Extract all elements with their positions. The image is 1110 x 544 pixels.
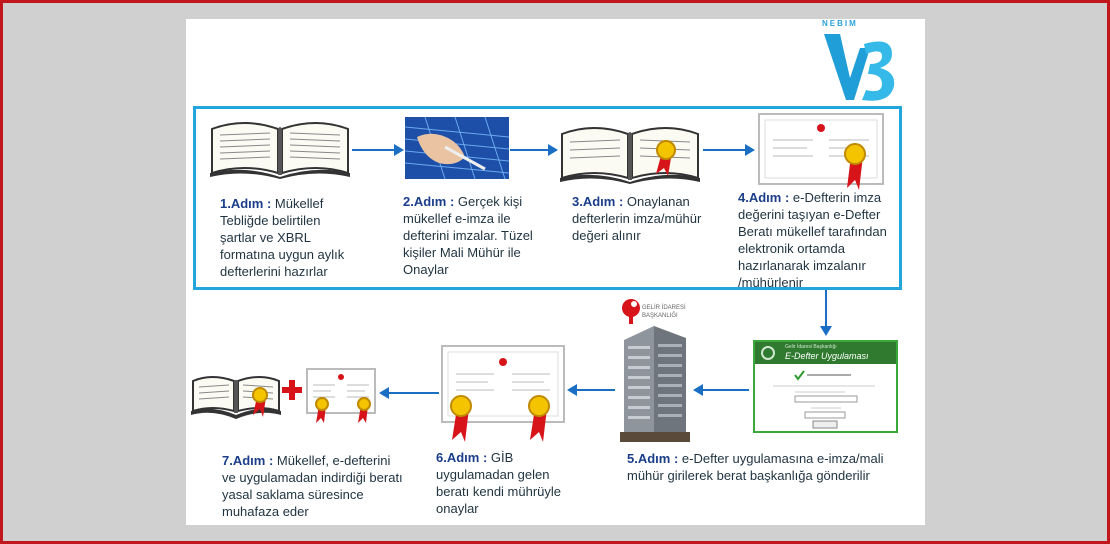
archived-berat-icon (306, 368, 376, 423)
arrow-right-icon (352, 144, 404, 156)
digital-signature-icon (405, 117, 509, 179)
arrow-left-icon (693, 384, 749, 396)
edefter-app-window: Gelir İdaresi Başkanlığı E-Defter Uygula… (753, 340, 898, 433)
app-title-bar: Gelir İdaresi Başkanlığı E-Defter Uygula… (755, 342, 896, 364)
step-1-text: 1.Adım : Mükellef Tebliğde belirtilen şa… (220, 196, 345, 279)
gib-building-icon (620, 326, 690, 442)
arrow-right-icon (703, 144, 755, 156)
app-form-area (773, 370, 875, 429)
slide-canvas (186, 19, 925, 525)
app-logo-icon (761, 346, 775, 360)
brand-name: NEBIM (822, 19, 858, 28)
plus-icon (282, 380, 302, 400)
archived-book-icon (191, 376, 281, 419)
step-3-text: 3.Adım : Onaylanan defterlerin imza/mühü… (572, 194, 702, 243)
app-subtitle: Gelir İdaresi Başkanlığı (785, 344, 837, 350)
approved-berat-icon (441, 345, 565, 442)
app-title: E-Defter Uygulaması (785, 351, 869, 361)
sealed-book-icon (560, 127, 700, 184)
arrow-right-icon (510, 144, 558, 156)
gib-emblem-icon (622, 299, 640, 324)
step-7-text: 7.Adım : Mükellef, e-defterini ve uygula… (222, 453, 403, 519)
arrow-down-icon (820, 290, 832, 336)
step-5-text: 5.Adım : e-Defter uygulamasına e-imza/ma… (627, 451, 884, 483)
open-book-icon (210, 122, 350, 179)
arrow-left-icon (567, 384, 615, 396)
step-6-text: 6.Adım : GİB uygulamadan gelen beratı ke… (436, 450, 562, 516)
v3-logo: V3 (824, 34, 895, 101)
step-2-text: 2.Adım : Gerçek kişi mükellef e-imza ile… (403, 194, 533, 277)
arrow-left-icon (379, 387, 439, 399)
step-4-text: 4.Adım : e-Defterin imza değerini taşıya… (738, 190, 887, 290)
top-steps-box (193, 106, 902, 290)
berat-document-icon (758, 113, 884, 190)
